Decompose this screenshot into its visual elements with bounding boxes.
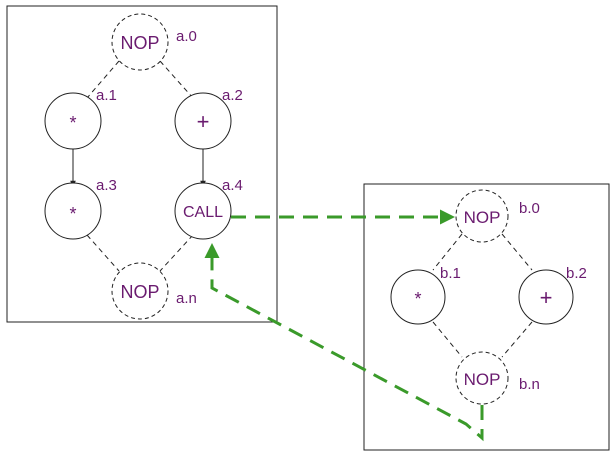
node-an-tag: a.n — [176, 290, 197, 307]
node-bn-label: NOP — [464, 370, 501, 389]
return-arrow[interactable] — [204, 243, 484, 442]
edge-b2-bn — [501, 321, 533, 358]
edge-b1-bn — [432, 321, 463, 358]
node-b2-tag: b.2 — [566, 265, 587, 282]
edge-a3-an — [86, 234, 120, 272]
node-b0-label: NOP — [464, 208, 501, 227]
node-b0[interactable]: NOP — [455, 189, 509, 243]
node-b1[interactable]: * — [390, 269, 446, 325]
node-a4-tag: a.4 — [222, 177, 243, 194]
node-b2[interactable]: + — [518, 269, 574, 325]
edge-b0-b2 — [501, 233, 533, 271]
node-b1-tag: b.1 — [440, 265, 461, 282]
node-an[interactable]: NOP — [111, 262, 169, 320]
node-a1-tag: a.1 — [96, 87, 117, 104]
node-a0-label: NOP — [120, 33, 159, 53]
node-a0[interactable]: NOP — [111, 13, 169, 71]
node-a1-label: * — [69, 113, 76, 133]
node-bn-tag: b.n — [519, 376, 540, 393]
node-a2-tag: a.2 — [222, 87, 243, 104]
node-a4-label: CALL — [183, 204, 223, 221]
edge-b0-b1 — [432, 233, 463, 271]
node-a3-tag: a.3 — [96, 177, 117, 194]
node-bn[interactable]: NOP — [455, 351, 509, 405]
graph-a-frame — [6, 5, 278, 323]
edge-a4-an — [159, 234, 194, 272]
node-a0-tag: a.0 — [176, 28, 197, 45]
node-a3[interactable]: * — [44, 182, 102, 240]
node-a3-label: * — [69, 204, 76, 224]
node-a2[interactable]: + — [174, 92, 232, 150]
node-a2-label: + — [197, 109, 210, 134]
node-an-label: NOP — [120, 282, 159, 302]
node-b2-label: + — [540, 285, 553, 310]
node-b1-label: * — [414, 289, 421, 309]
graph-b-frame — [363, 183, 610, 451]
node-a1[interactable]: * — [44, 92, 102, 150]
edge-a0-a2 — [159, 60, 194, 99]
node-b0-tag: b.0 — [519, 200, 540, 217]
node-a4[interactable]: CALL — [174, 182, 232, 240]
edge-a0-a1 — [86, 60, 120, 99]
